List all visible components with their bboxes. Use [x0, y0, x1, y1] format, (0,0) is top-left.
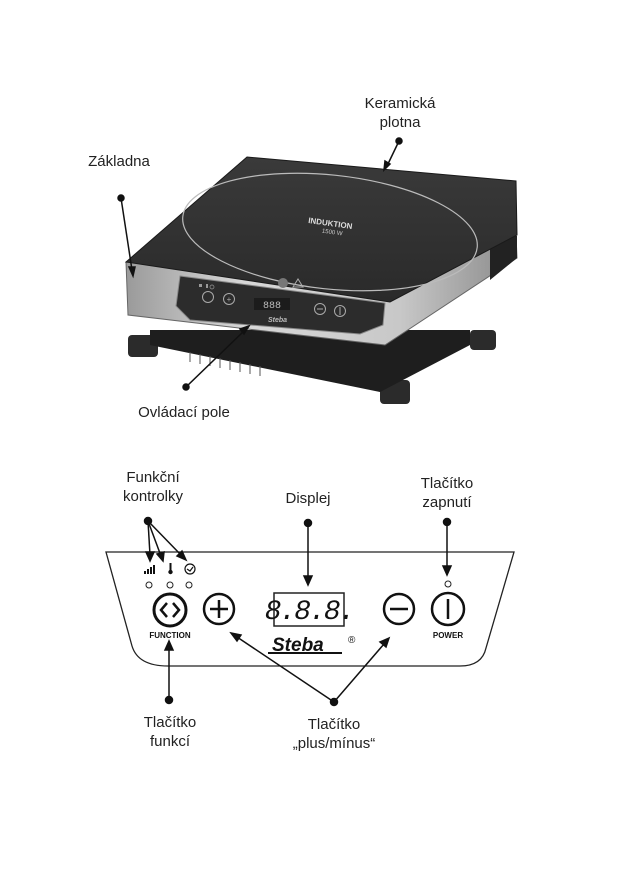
cooking-zone-ring	[182, 172, 478, 292]
label-line: „plus/mínus“	[292, 735, 376, 752]
signal-bars-icon	[144, 565, 155, 574]
steba-logo: Steba	[272, 635, 324, 656]
plate-power-text: 1500 W	[321, 229, 343, 238]
ceramic-plate	[124, 156, 518, 303]
indicator-leds	[145, 580, 452, 589]
thermometer-icon	[168, 563, 173, 575]
display-digits: 8.8.8.	[265, 597, 354, 628]
label-display: Displej	[285, 490, 331, 507]
label-line: Tlačítko	[420, 475, 474, 492]
label-base: Základna	[88, 153, 150, 170]
registered-mark: ®	[348, 635, 356, 646]
label-line: Keramická	[364, 95, 436, 112]
panel-indicator-icons	[199, 284, 215, 290]
svg-text:888: 888	[263, 301, 281, 312]
label-control-panel: Ovládací pole	[138, 404, 230, 421]
panel-display: 888	[254, 298, 290, 312]
svg-text:+: +	[227, 295, 232, 304]
power-caption: POWER	[433, 631, 463, 640]
label-line: plotna	[379, 114, 421, 131]
label-power-button: Tlačítko zapnutí	[405, 474, 489, 512]
timer-clock-icon	[184, 563, 196, 575]
power-button[interactable]	[430, 591, 466, 627]
label-line: funkcí	[149, 733, 191, 750]
panel-function-button[interactable]	[202, 291, 214, 303]
display-frame	[273, 592, 345, 627]
label-function-lights: Funkční kontrolky	[108, 468, 198, 506]
plate-pot-icon	[278, 278, 288, 288]
label-plus-minus-button: Tlačítko „plus/mínus“	[284, 715, 384, 753]
label-line: Tlačítko	[143, 714, 197, 731]
label-line: kontrolky	[122, 488, 184, 505]
top-leader-lines	[117, 137, 403, 391]
panel-minus-button[interactable]	[314, 303, 326, 315]
bottom-leader-lines	[143, 516, 453, 707]
label-line: Funkční	[126, 469, 180, 486]
label-ceramic-plate: Keramická plotna	[355, 94, 445, 132]
label-function-button: Tlačítko funkcí	[128, 713, 212, 751]
function-caption: FUNCTION	[149, 631, 191, 640]
plus-button[interactable]	[202, 592, 236, 626]
panel-plus-button[interactable]	[223, 293, 235, 305]
panel-logo: Steba	[268, 317, 287, 324]
label-line: zapnutí	[422, 494, 472, 511]
function-button[interactable]	[152, 592, 188, 628]
cooker-feet	[128, 330, 496, 404]
minus-button[interactable]	[382, 592, 416, 626]
label-line: Tlačítko	[307, 716, 361, 733]
warning-triangle-icon	[292, 278, 304, 288]
panel-power-button[interactable]	[334, 305, 346, 317]
